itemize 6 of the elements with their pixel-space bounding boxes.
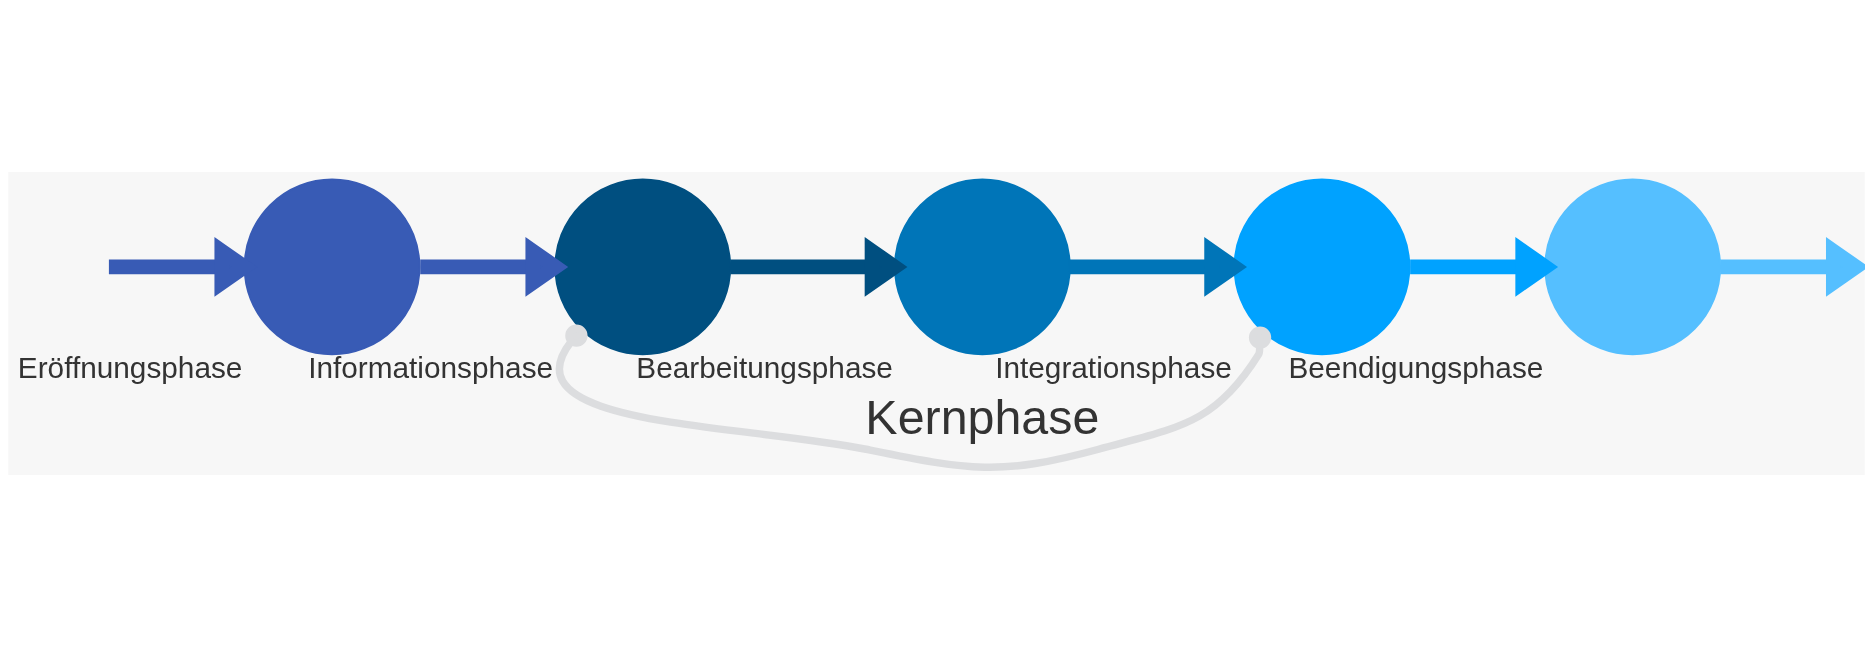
- node-label: Beendigungsphase: [1288, 351, 1544, 385]
- edge-label: Kernphase: [865, 389, 1100, 444]
- node-label: Informationsphase: [308, 351, 554, 385]
- node-label: Eröffnungsphase: [17, 351, 243, 385]
- node-label: Integrationsphase: [995, 351, 1232, 385]
- node-label: Bearbeitungsphase: [636, 351, 893, 385]
